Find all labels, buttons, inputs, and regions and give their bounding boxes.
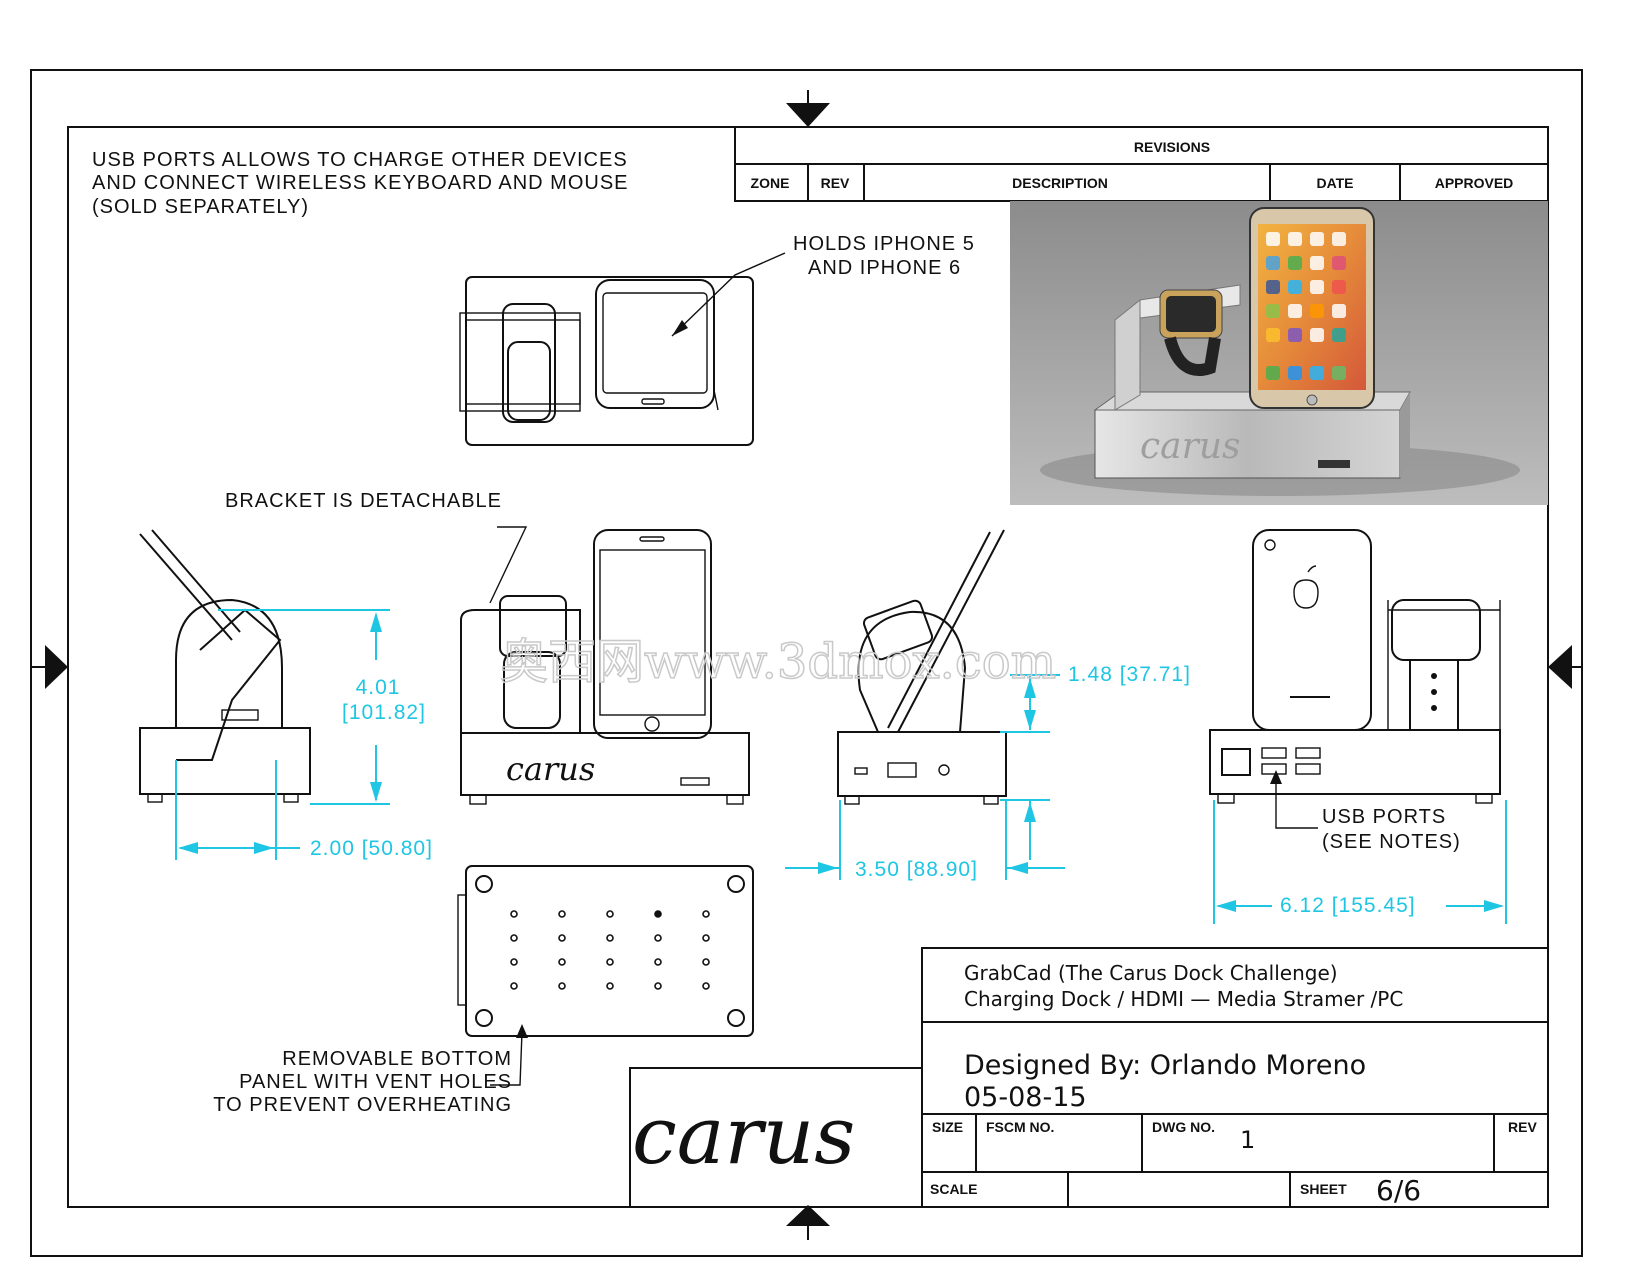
- revisions-rev: REV: [821, 175, 850, 191]
- drawing-date: 05-08-15: [964, 1082, 1087, 1113]
- side-view-left: BRACKET IS DETACHABLE: [139, 490, 528, 803]
- carus-logo: carus: [632, 1089, 855, 1182]
- dim-bracket: 1.48 [37.71]: [1068, 663, 1191, 686]
- dim-width-side: 3.50 [88.90]: [855, 858, 978, 881]
- bracket-note: BRACKET IS DETACHABLE: [225, 490, 502, 512]
- usb-note-line-3: (SOLD SEPARATELY): [92, 196, 309, 218]
- dim-height: 4.01: [356, 676, 401, 699]
- sheet-label: SHEET: [1300, 1181, 1347, 1197]
- holds-note-line-2: AND IPHONE 6: [808, 257, 961, 279]
- svg-text:carus: carus: [1140, 426, 1241, 467]
- revisions-approved: APPROVED: [1435, 175, 1514, 191]
- side-view-right: [837, 529, 1007, 805]
- title-line-2: Charging Dock / HDMI — Media Stramer /PC: [964, 987, 1403, 1011]
- revisions-title: REVISIONS: [1134, 139, 1210, 155]
- revisions-zone: ZONE: [751, 175, 790, 191]
- fscm-label: FSCM NO.: [986, 1119, 1054, 1135]
- usb-note-line-2: AND CONNECT WIRELESS KEYBOARD AND MOUSE: [92, 172, 629, 194]
- usb-ports-line-2: (SEE NOTES): [1322, 831, 1461, 853]
- rev-label: REV: [1508, 1119, 1537, 1135]
- size-label: SIZE: [932, 1119, 963, 1135]
- outer-border: [30, 69, 1583, 1257]
- dim-width-back: 6.12 [155.45]: [1280, 894, 1416, 917]
- dwg-number: 1: [1240, 1126, 1255, 1154]
- bottom-note-line-1: REMOVABLE BOTTOM: [282, 1048, 512, 1070]
- scale-label: SCALE: [930, 1181, 977, 1197]
- svg-text:carus: carus: [506, 750, 595, 788]
- bottom-view: REMOVABLE BOTTOM PANEL WITH VENT HOLES T…: [213, 865, 754, 1116]
- logo-block: carus: [629, 1067, 923, 1208]
- revisions-description: DESCRIPTION: [1012, 175, 1108, 191]
- render-image: carus: [1010, 201, 1548, 505]
- front-view: carus: [460, 529, 750, 805]
- dwg-label: DWG NO.: [1152, 1119, 1215, 1135]
- dim-depth: 2.00 [50.80]: [310, 837, 433, 860]
- usb-note-line-1: USB PORTS ALLOWS TO CHARGE OTHER DEVICES: [92, 149, 628, 171]
- top-view: HOLDS IPHONE 5 AND IPHONE 6: [459, 233, 975, 446]
- title-block: GrabCad (The Carus Dock Challenge) Charg…: [921, 947, 1549, 1208]
- center-marks: [31, 90, 1582, 1240]
- bottom-note-line-3: TO PREVENT OVERHEATING: [213, 1094, 512, 1116]
- back-view: USB PORTS (SEE NOTES): [1209, 529, 1501, 853]
- sheet-number: 6/6: [1376, 1174, 1421, 1207]
- usb-note: USB PORTS ALLOWS TO CHARGE OTHER DEVICES…: [92, 149, 629, 218]
- watermark: 奥西网www.3dmox.com: [500, 634, 1056, 690]
- revisions-date: DATE: [1316, 175, 1353, 191]
- title-line-1: GrabCad (The Carus Dock Challenge): [964, 961, 1338, 985]
- designer: Designed By: Orlando Moreno: [964, 1050, 1366, 1081]
- dim-height-mm: [101.82]: [342, 701, 426, 724]
- bottom-note-line-2: PANEL WITH VENT HOLES: [239, 1071, 512, 1093]
- usb-ports-line-1: USB PORTS: [1322, 806, 1446, 828]
- holds-note-line-1: HOLDS IPHONE 5: [793, 233, 975, 255]
- revisions-table: REVISIONS ZONE REV DESCRIPTION DATE APPR…: [734, 126, 1549, 202]
- dimensions: 4.01 [101.82] 2.00 [50.80] 1.48 [37.71] …: [175, 609, 1507, 924]
